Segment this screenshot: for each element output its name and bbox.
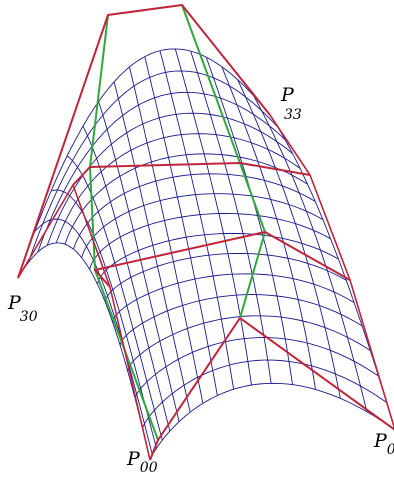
corner-label-p30: P30: [7, 292, 38, 325]
control-polygon-u-lines: [17, 4, 394, 461]
mesh-curve-v: [205, 56, 293, 385]
mesh-curve-v: [221, 66, 316, 390]
mesh-curve-v: [82, 125, 171, 432]
mesh-curve-v: [144, 56, 218, 396]
mesh-curve-v: [98, 101, 180, 422]
control-line-column-0: [17, 184, 151, 461]
mesh-curve-v: [17, 242, 151, 461]
corner-label-p00: P00: [126, 448, 158, 476]
mesh-curve-v: [159, 50, 235, 390]
mesh-curve-v: [190, 50, 272, 384]
mesh-curve-v: [253, 95, 368, 412]
control-line-row-3: [17, 4, 271, 279]
control-line-row-2: [72, 162, 311, 186]
mesh-curve-v: [237, 79, 341, 399]
mesh-curve-v: [174, 48, 252, 386]
mesh-curve-v: [34, 218, 153, 456]
mesh-curve-v: [113, 81, 191, 413]
mesh-curve-v: [66, 155, 163, 441]
control-line-column-2: [181, 4, 266, 319]
control-line-row-1: [94, 231, 351, 288]
control-line-row-0: [149, 317, 394, 461]
control-line-column-3: [269, 114, 394, 430]
corner-label-p03: P03: [373, 430, 394, 458]
mesh-curve-v: [128, 66, 204, 404]
